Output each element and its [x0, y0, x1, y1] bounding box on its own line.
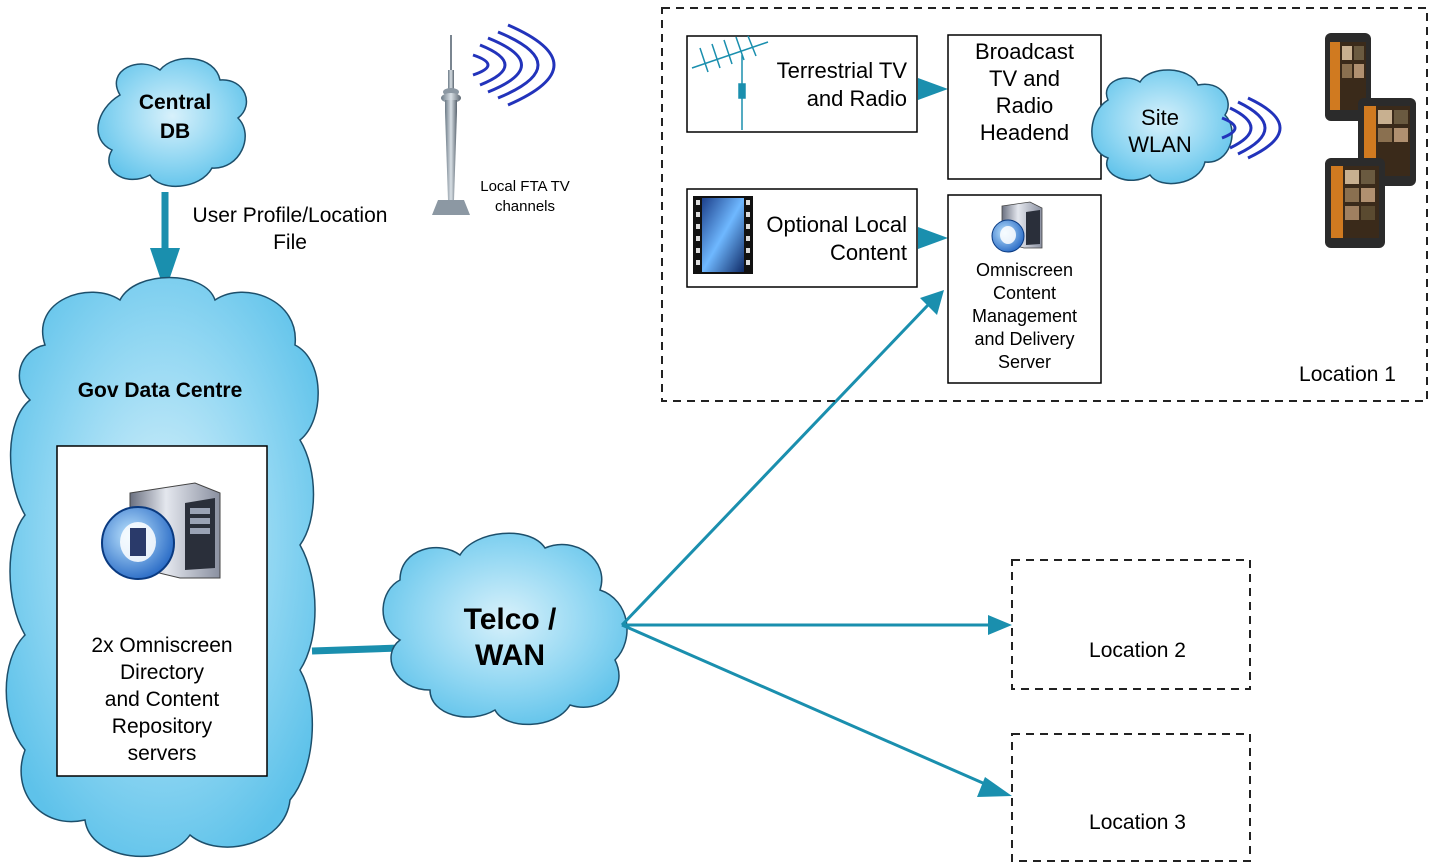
- cms-server-icon: [991, 201, 1043, 253]
- tower-icon: [432, 35, 470, 215]
- headend-label: Broadcast TV and Radio Headend: [974, 39, 1075, 145]
- antenna-icon: [691, 35, 769, 130]
- wan-cloud: [382, 532, 628, 726]
- tablet-icon: [1325, 33, 1416, 248]
- film-icon: [693, 196, 753, 274]
- location1-label: Location 1: [1299, 363, 1396, 386]
- wireless-waves-icon: [472, 23, 556, 107]
- location3-box: [1011, 733, 1251, 862]
- cms-label: Omniscreen Content Management and Delive…: [971, 260, 1078, 372]
- location1-box: [661, 7, 1428, 402]
- server-icon: [101, 482, 221, 580]
- headend-box: [947, 34, 1102, 180]
- terrestrial-box: [686, 35, 918, 133]
- wlan-cloud: [1091, 69, 1233, 185]
- gov-wan-link: [311, 644, 401, 655]
- profile-arrow: [150, 192, 180, 292]
- terrestrial-arrow: [918, 78, 948, 100]
- location2-label: Location 2: [1089, 639, 1186, 662]
- gov-dc-title: Gov Data Centre: [77, 379, 243, 402]
- gov-dc-servers-label: 2x Omniscreen Directory and Content Repo…: [91, 634, 233, 765]
- wan-arrows: [620, 290, 1012, 797]
- wlan-waves-icon: [1221, 96, 1282, 160]
- wan-label: Telco /WAN: [463, 603, 557, 672]
- local-content-arrow: [918, 227, 948, 249]
- location3-label: Location 3: [1089, 811, 1186, 834]
- location2-box: [1011, 559, 1251, 690]
- central-db-cloud: [97, 57, 248, 187]
